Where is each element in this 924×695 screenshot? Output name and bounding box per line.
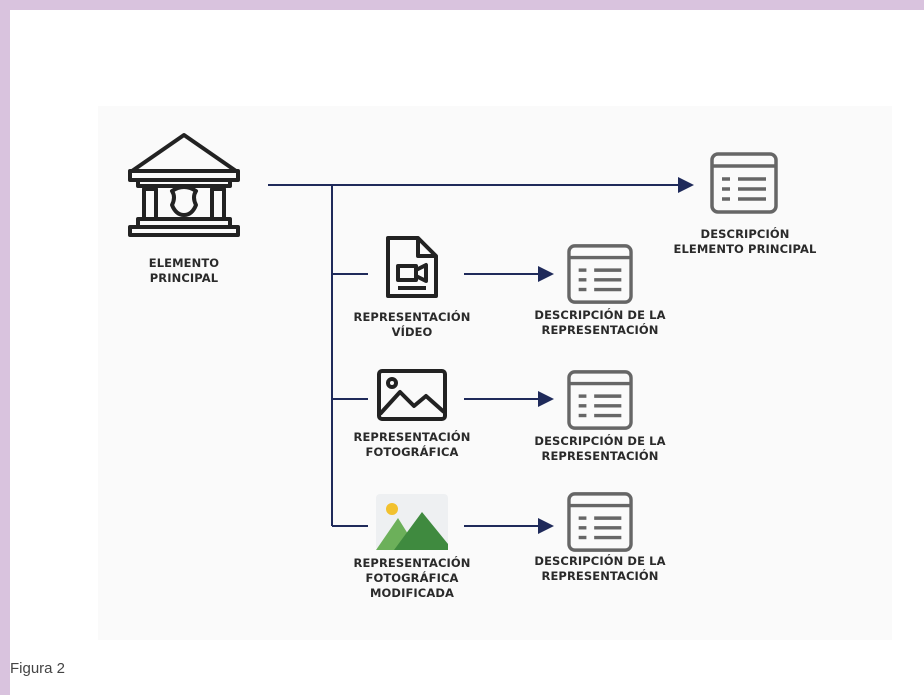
photo-description-doc-icon <box>567 370 633 430</box>
modified-photo-icon <box>376 494 448 550</box>
diagram: ELEMENTO PRINCIPAL DESCRIPCIÓN ELEMENTO … <box>98 106 892 640</box>
video-description-label: DESCRIPCIÓN DE LA REPRESENTACIÓN <box>534 308 666 337</box>
video-description-doc-icon <box>567 244 633 304</box>
connector-lines <box>268 177 694 534</box>
modified-photo-representation-label: REPRESENTACIÓN FOTOGRÁFICA MODIFICADA <box>353 556 471 600</box>
modified-photo-description-label: DESCRIPCIÓN DE LA REPRESENTACIÓN <box>534 554 666 583</box>
main-element-label: ELEMENTO PRINCIPAL <box>148 256 220 285</box>
figure-frame: ELEMENTO PRINCIPAL DESCRIPCIÓN ELEMENTO … <box>10 10 924 695</box>
photo-description-label: DESCRIPCIÓN DE LA REPRESENTACIÓN <box>534 434 666 463</box>
figure-caption: Figura 2 <box>10 660 66 677</box>
main-description-doc-icon <box>710 152 778 214</box>
modified-photo-description-doc-icon <box>567 492 633 552</box>
museum-icon <box>128 133 240 237</box>
video-file-icon <box>386 236 438 298</box>
video-representation-label: REPRESENTACIÓN VÍDEO <box>353 310 471 339</box>
photo-icon <box>377 369 447 421</box>
photo-representation-label: REPRESENTACIÓN FOTOGRÁFICA <box>353 430 471 459</box>
main-description-label: DESCRIPCIÓN ELEMENTO PRINCIPAL <box>673 227 817 256</box>
